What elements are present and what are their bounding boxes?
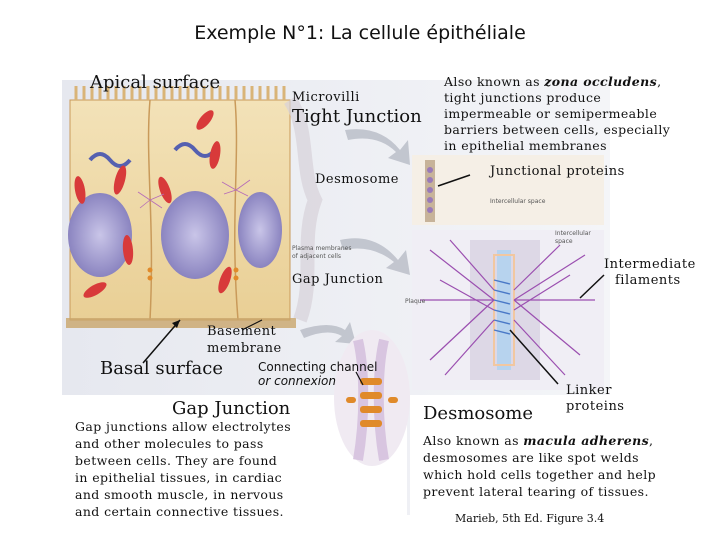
gj-line-2: and other molecules to pass (75, 436, 264, 451)
gap-junction-small-label: Gap Junction (292, 272, 384, 287)
tj-line-2: tight junctions produce (444, 90, 602, 105)
desmosome-small-label: Desmosome (315, 172, 399, 187)
apical-surface-label: Apical surface (90, 72, 221, 93)
tight-junction-label: Tight Junction (292, 106, 422, 127)
tight-junction-detail (412, 155, 604, 225)
plaque-label: Plaque (405, 298, 426, 305)
basal-surface-label: Basal surface (100, 358, 223, 379)
desmosome-description: Also known as macula adherens, desmosome… (423, 432, 656, 500)
desmosome-detail (412, 230, 605, 390)
gj-line-1: Gap junctions allow electrolytes (75, 419, 292, 434)
connexion-label: or connexion (258, 374, 337, 388)
slide-title: Exemple N°1: La cellule épithéliale (194, 22, 526, 44)
gj-line-4: in epithelial tissues, in cardiac (75, 470, 283, 485)
ds-line-1: Also known as macula adherens, (423, 433, 654, 448)
nucleus (68, 193, 132, 277)
gj-line-5: and smooth muscle, in nervous (75, 487, 284, 502)
tight-junction-description: Also known as zona occludens, tight junc… (444, 74, 670, 154)
intermediate-filaments-label-2: filaments (615, 273, 681, 288)
basal-surface-pointer (142, 319, 181, 364)
microvilli-label: Microvilli (292, 90, 360, 105)
basement-membrane-label-2: membrane (207, 341, 282, 356)
gap-junction-description: Gap junctions allow electrolytes and oth… (75, 418, 291, 520)
plasma-membranes-label: Plasma membranes (292, 245, 352, 252)
ds-line-4: prevent lateral tearing of tissues. (423, 484, 649, 499)
plasma-membranes-label-2: of adjacent cells (292, 253, 342, 260)
gap-junction-heading: Gap Junction (172, 398, 291, 419)
figure-citation: Marieb, 5th Ed. Figure 3.4 (455, 512, 605, 525)
ds-line-2: desmosomes are like spot welds (423, 450, 639, 465)
ds-line-3: which hold cells together and help (423, 467, 656, 482)
gj-line-6: and certain connective tissues. (75, 504, 284, 519)
linker-proteins-label: Linker (566, 383, 612, 398)
tj-line-3: impermeable or semipermeable (444, 106, 658, 121)
cell-block (66, 86, 323, 328)
intermediate-filaments-label: Intermediate (604, 257, 696, 272)
connecting-channel-label: Connecting channel (258, 360, 378, 374)
junctional-proteins-label: Junctional proteins (490, 164, 625, 179)
tj-line-4: barriers between cells, especially (444, 122, 671, 137)
intercellular-space-label-2: Intercellular (555, 230, 591, 237)
desmosome-heading: Desmosome (423, 403, 534, 424)
basement-membrane-label: Basement (207, 324, 277, 339)
nucleus (238, 192, 282, 268)
tj-line-1: Also known as zona occludens, (444, 74, 662, 89)
linker-proteins-label-2: proteins (566, 399, 625, 414)
tj-line-5: in epithelial membranes (444, 138, 607, 153)
intercellular-space-label-3: space (555, 238, 573, 245)
gap-junction-detail (334, 330, 410, 466)
gj-line-3: between cells. They are found (75, 453, 278, 468)
intercellular-space-label: Intercellular space (490, 198, 546, 205)
nucleus (161, 191, 229, 279)
